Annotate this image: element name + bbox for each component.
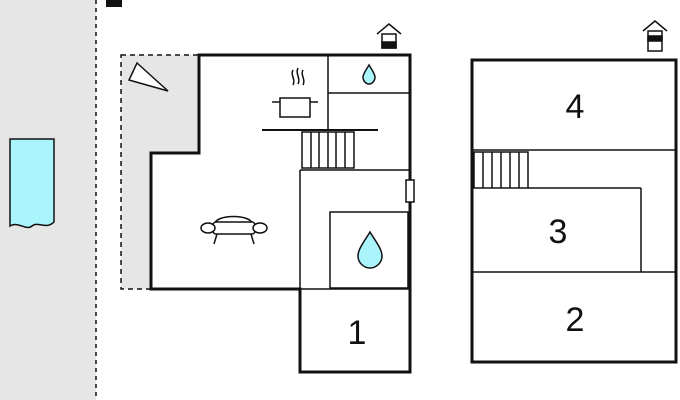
pool-icon	[9, 138, 55, 229]
room-label-4: 4	[566, 88, 585, 126]
sofa-icon	[200, 215, 268, 245]
floor-level-icon	[642, 20, 668, 52]
floor-level-icon	[376, 23, 402, 49]
room-label-1: 1	[348, 314, 367, 352]
ground-floor-interior-walls	[262, 55, 410, 290]
water-drop-icon	[357, 230, 383, 269]
upper-floor-interior-walls	[472, 149, 676, 273]
room-label-2: 2	[566, 301, 585, 339]
water-drop-icon	[362, 63, 376, 85]
corner-marker	[106, 0, 122, 7]
door	[405, 179, 415, 203]
terrace-area	[120, 54, 200, 290]
staircase-icon	[473, 151, 529, 189]
room-label-3: 3	[549, 213, 568, 251]
staircase-icon	[301, 131, 355, 169]
upper-floor-outline	[470, 58, 678, 364]
terrace-icon	[127, 61, 169, 92]
kitchen-icon	[272, 67, 318, 118]
